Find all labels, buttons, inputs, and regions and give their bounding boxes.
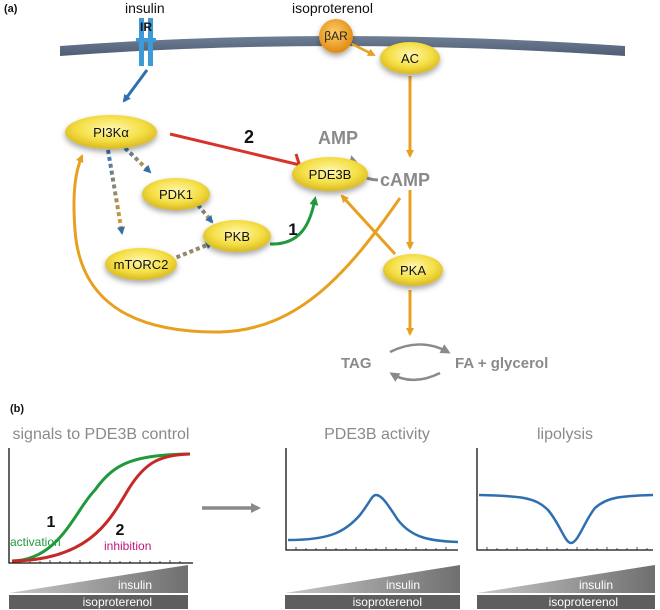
plot2-ticks [295,547,447,550]
node-pka: PKA [383,254,443,286]
plot1-isoproterenol-label: isoproterenol [83,595,152,609]
insulin-receptor-icon [136,18,156,66]
inhibition-line-route-2 [169,132,301,167]
plot3-axes [476,448,653,551]
plot1-title: signals to PDE3B control [13,426,190,443]
arrow-camp-to-pi3k-feedback [72,154,402,334]
node-pde3b: PDE3B [292,157,368,191]
svg-text:PDE3B: PDE3B [309,167,352,182]
ir-label: IR [140,20,152,34]
plot1-insulin-label: insulin [118,578,152,592]
lipolysis-curve [478,493,654,545]
arrow-ir-to-pi3k [122,69,149,103]
plot2-axes [285,448,458,551]
node-pdk1: PDK1 [142,178,210,210]
svg-text:PKA: PKA [400,263,426,278]
panel-b-label: (b) [10,403,24,415]
plot2-gradient-bars: insulin isoproterenol [285,565,460,609]
route-2-number: 2 [244,127,254,147]
amp-label: AMP [318,128,358,148]
plot2-title: PDE3B activity [324,426,430,443]
plot3-insulin-label: insulin [579,578,613,592]
curve-1-label: activation [10,535,61,549]
arrow-bar-to-ac [351,42,376,57]
isoproterenol-label: isoproterenol [292,0,373,16]
plot3-title: lipolysis [537,426,593,443]
node-pi3k: PI3Kα [65,115,157,149]
node-mtorc2: mTORC2 [105,248,177,280]
plot1-axes [8,448,193,564]
activation-curve [11,452,191,563]
svg-text:PDK1: PDK1 [159,187,193,202]
svg-text:AC: AC [401,51,419,66]
curve-1-number: 1 [47,514,56,531]
node-pkb: PKB [203,220,271,252]
inhibition-curve [11,452,191,563]
node-ac: AC [380,42,440,74]
curve-2-label: inhibition [104,539,151,553]
beta-ar-node [319,19,353,53]
arrow-fa-to-tag [389,371,441,382]
svg-text:PI3Kα: PI3Kα [93,125,129,140]
panel-a-label: (a) [4,3,18,15]
route-1-number: 1 [288,220,297,239]
pi3k-downstream-arrows [106,146,214,262]
plot3-gradient-bars: insulin isoproterenol [477,565,655,609]
beta-ar-label: βAR [324,29,348,43]
plot3-ticks [486,547,648,550]
camp-label: cAMP [380,170,430,190]
arrow-tag-to-fa [389,343,451,354]
plot3-isoproterenol-label: isoproterenol [549,595,618,609]
svg-text:mTORC2: mTORC2 [114,257,169,272]
svg-text:PKB: PKB [224,229,250,244]
pde3b-activity-curve [287,493,459,544]
activation-arrow-route-1 [269,196,319,246]
arrow-pka-to-pde3b [340,194,397,256]
tag-label: TAG [341,355,372,372]
insulin-label: insulin [125,0,165,16]
fa-glycerol-label: FA + glycerol [455,355,548,372]
curve-2-number: 2 [116,522,125,539]
plot2-insulin-label: insulin [386,578,420,592]
plot2-isoproterenol-label: isoproterenol [353,595,422,609]
plot1-gradient-bars: insulin isoproterenol [9,565,188,609]
